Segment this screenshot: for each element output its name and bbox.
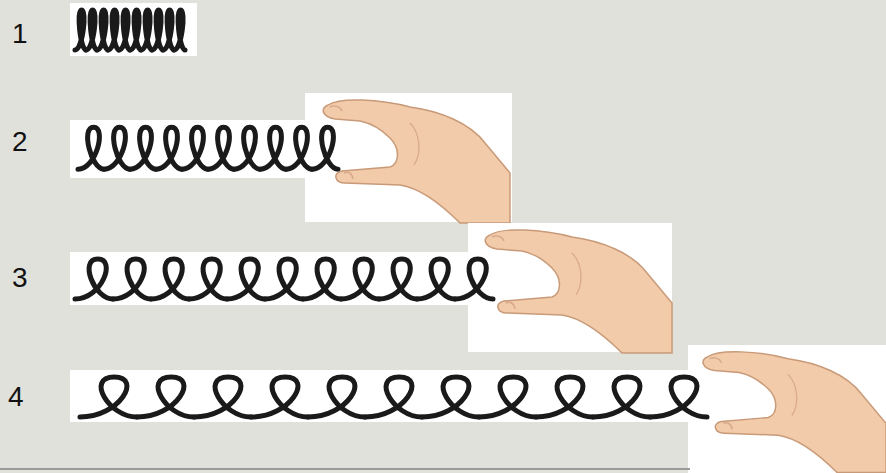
spring-stretched-3 xyxy=(70,345,886,473)
callout-number: 3 xyxy=(12,264,28,292)
bottom-rule xyxy=(0,468,690,470)
spring-stretched-2 xyxy=(70,223,672,353)
callout-number: 1 xyxy=(12,20,28,48)
callout-number: 4 xyxy=(8,383,24,411)
spring-stretched-1 xyxy=(70,93,512,223)
spring-relaxed xyxy=(70,3,197,56)
callout-number: 2 xyxy=(12,128,28,156)
